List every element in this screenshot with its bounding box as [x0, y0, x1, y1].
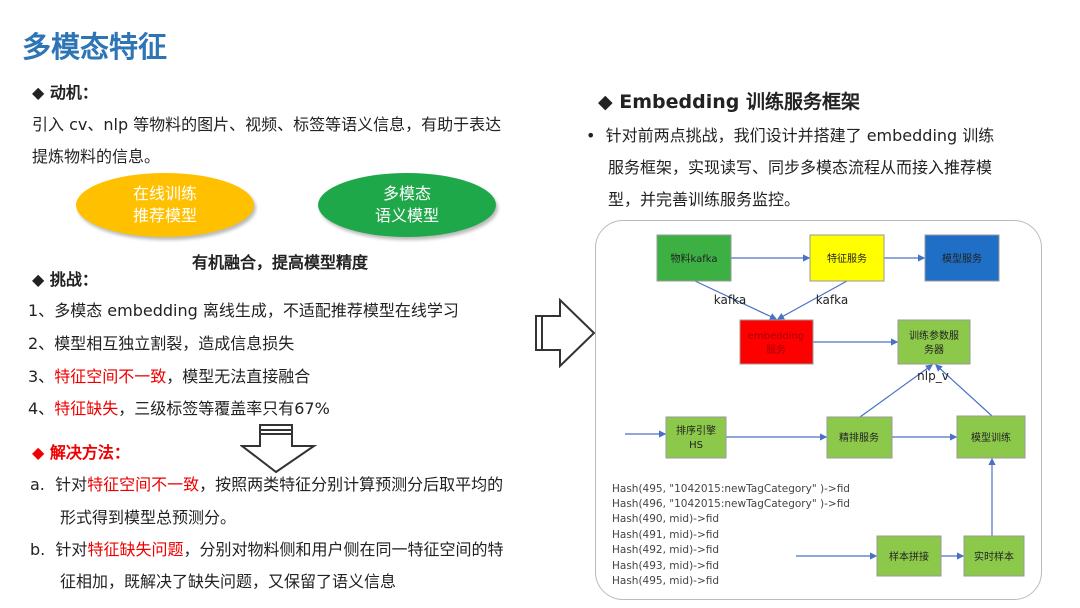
motivation-text: 引入 cv、nlp 等物料的图片、视频、标签等语义信息，有助于表达: [32, 115, 502, 134]
motivation-heading: ◆ 动机：: [32, 83, 98, 102]
diamond-icon: ◆: [32, 270, 50, 289]
svg-text:样本拼接: 样本拼接: [889, 550, 929, 563]
node-material-kafka: [656, 234, 732, 282]
node-fine-rank: [826, 416, 893, 459]
diamond-icon: ◆: [32, 443, 50, 462]
node-embedding-service: [739, 319, 814, 365]
node-model-service: [924, 234, 1000, 282]
challenge-item: 3、特征空间不一致，模型无法直接融合: [28, 367, 311, 386]
svg-text:精排服务: 精排服务: [839, 431, 879, 444]
node-realtime-sample: [963, 535, 1025, 577]
node-param-server: [897, 319, 971, 365]
svg-text:务器: 务器: [924, 343, 944, 356]
svg-text:物料kafka: 物料kafka: [670, 252, 717, 265]
motivation-text: 提炼物料的信息。: [32, 147, 161, 166]
diamond-icon: ◆: [598, 91, 620, 113]
fusion-caption: 有机融合，提高模型精度: [192, 253, 369, 272]
svg-text:kafka: kafka: [816, 293, 848, 307]
solution-item: a. 针对特征空间不一致，按照两类特征分别计算预测分后取平均的: [30, 475, 504, 494]
diagram-frame: [595, 220, 1042, 600]
svg-text:实时样本: 实时样本: [974, 550, 1014, 563]
hash-line: Hash(495, mid)->fid: [612, 575, 719, 587]
svg-text:HS: HS: [689, 440, 703, 451]
solution-heading: ◆ 解决方法：: [32, 443, 130, 462]
svg-text:模型服务: 模型服务: [942, 252, 982, 265]
challenge-item: 1、多模态 embedding 离线生成，不适配推荐模型在线学习: [28, 301, 459, 320]
svg-text:embedding: embedding: [748, 331, 805, 342]
solution-item: b. 针对特征缺失问题，分别对物料侧和用户侧在同一特征空间的特: [30, 540, 504, 559]
challenge-item: 2、模型相互独立割裂，造成信息损失: [28, 334, 295, 353]
framework-heading: ◆ Embedding 训练服务框架: [598, 91, 860, 113]
right-arrow-icon: [535, 298, 596, 368]
hash-line: Hash(493, mid)->fid: [612, 560, 719, 572]
svg-text:服务: 服务: [766, 343, 786, 356]
hash-line: Hash(492, mid)->fid: [612, 544, 719, 556]
hash-line: Hash(490, mid)->fid: [612, 513, 719, 525]
challenge-heading: ◆ 挑战：: [32, 270, 98, 289]
svg-text:nlp_v: nlp_v: [917, 369, 949, 383]
node-model-train: [956, 415, 1026, 459]
node-rank-engine: [665, 416, 727, 459]
diamond-icon: ◆: [32, 83, 50, 102]
semantic-model-ellipse: 多模态语义模型: [318, 173, 496, 237]
node-feature-service: [809, 234, 885, 282]
svg-text:模型训练: 模型训练: [971, 431, 1011, 444]
framework-text: • 针对前两点挑战，我们设计并搭建了 embedding 训练 服务框架，实现读…: [586, 126, 995, 209]
svg-text:特征服务: 特征服务: [827, 252, 867, 265]
hash-line: Hash(495, "1042015:newTagCategory" )->fi…: [612, 483, 850, 495]
svg-text:kafka: kafka: [714, 293, 746, 307]
solution-item-cont: 征相加，既解决了缺失问题，又保留了语义信息: [60, 572, 397, 591]
challenge-item: 4、特征缺失，三级标签等覆盖率只有67%: [28, 399, 330, 418]
solution-item-cont: 形式得到模型总预测分。: [60, 508, 237, 527]
svg-text:排序引擎: 排序引擎: [676, 424, 716, 437]
down-arrow-icon: [240, 424, 318, 474]
online-model-ellipse: 在线训练推荐模型: [76, 173, 254, 237]
hash-line: Hash(496, "1042015:newTagCategory" )->fi…: [612, 498, 850, 510]
hash-line: Hash(491, mid)->fid: [612, 529, 719, 541]
node-sample-join: [876, 535, 942, 577]
page-title: 多模态特征: [22, 30, 168, 64]
svg-text:训练参数服: 训练参数服: [909, 329, 959, 342]
